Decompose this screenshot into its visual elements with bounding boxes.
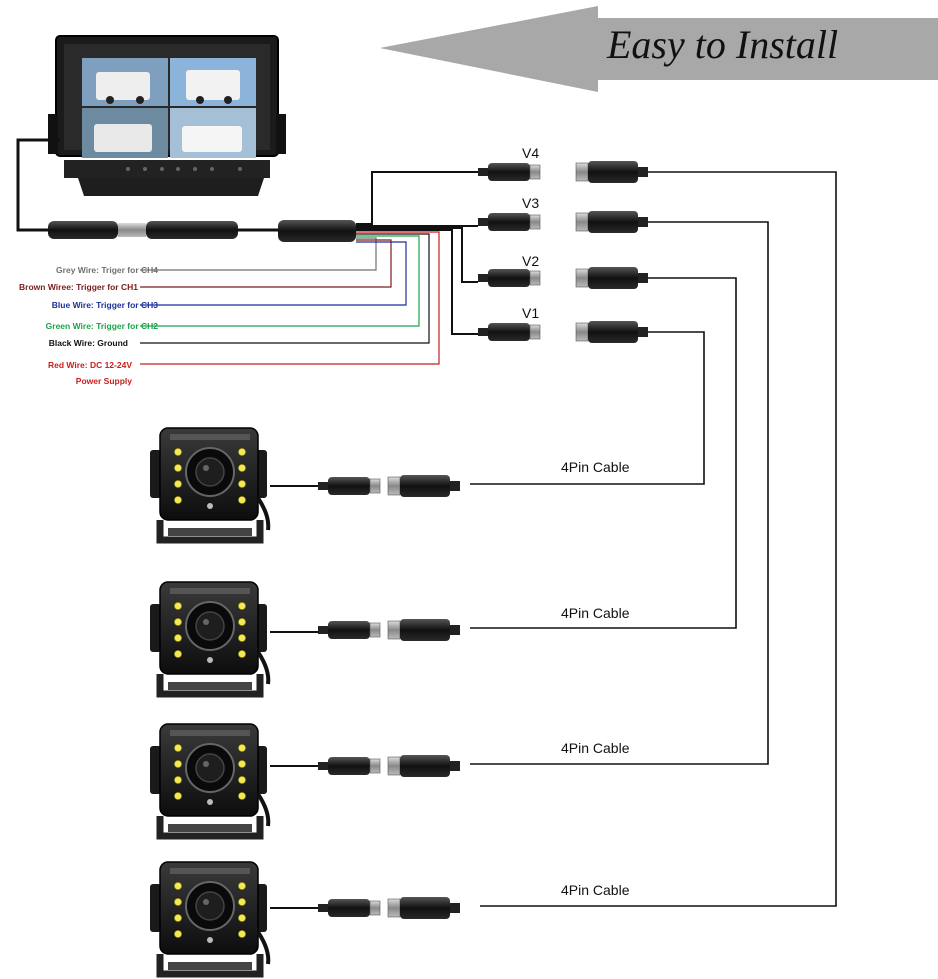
arrow-shape: [380, 6, 938, 92]
camera-2: 4Pin Cable: [150, 582, 630, 694]
video-connectors: V4 V3 V2 V1: [477, 145, 649, 344]
camera-4: 4Pin Cable: [150, 862, 630, 974]
wire-label-black: Black Wire: Ground: [49, 338, 128, 348]
v4-label: V4: [522, 145, 539, 161]
connector-v4: V4: [477, 145, 649, 184]
wire-label-blue: Blue Wire: Trigger for CH3: [52, 300, 158, 310]
cable-label-2: 4Pin Cable: [561, 605, 630, 621]
wire-labels: Grey Wire: Triger for CH4 Brown Wiree: T…: [19, 265, 158, 386]
wire-label-red-sub: Power Supply: [76, 376, 132, 386]
connector-v1: V1: [477, 305, 649, 344]
wire-label-grey: Grey Wire: Triger for CH4: [56, 265, 158, 275]
extension-cables: [470, 171, 837, 907]
cable-label-4: 4Pin Cable: [561, 882, 630, 898]
banner-arrow: Easy to Install: [380, 6, 938, 92]
camera-1: 4Pin Cable: [150, 428, 630, 540]
wire-label-red: Red Wire: DC 12-24V: [48, 360, 132, 370]
harness-hub: [278, 220, 356, 242]
v2-label: V2: [522, 253, 539, 269]
monitor: [48, 35, 286, 196]
monitor-cable: [16, 138, 356, 242]
monitor-screen-quadrants: [82, 58, 256, 158]
v3-label: V3: [522, 195, 539, 211]
connector-v3: V3: [477, 195, 649, 234]
banner-text: Easy to Install: [606, 22, 838, 67]
wire-label-green: Green Wire: Trigger for CH2: [46, 321, 159, 331]
wire-label-brown: Brown Wiree: Trigger for CH1: [19, 282, 138, 292]
v1-label: V1: [522, 305, 539, 321]
video-leads: [356, 171, 478, 335]
cable-label-3: 4Pin Cable: [561, 740, 630, 756]
camera-3: 4Pin Cable: [150, 724, 630, 836]
cable-label-1: 4Pin Cable: [561, 459, 630, 475]
harness-wires: [140, 231, 440, 365]
connector-v2: V2: [477, 253, 649, 290]
